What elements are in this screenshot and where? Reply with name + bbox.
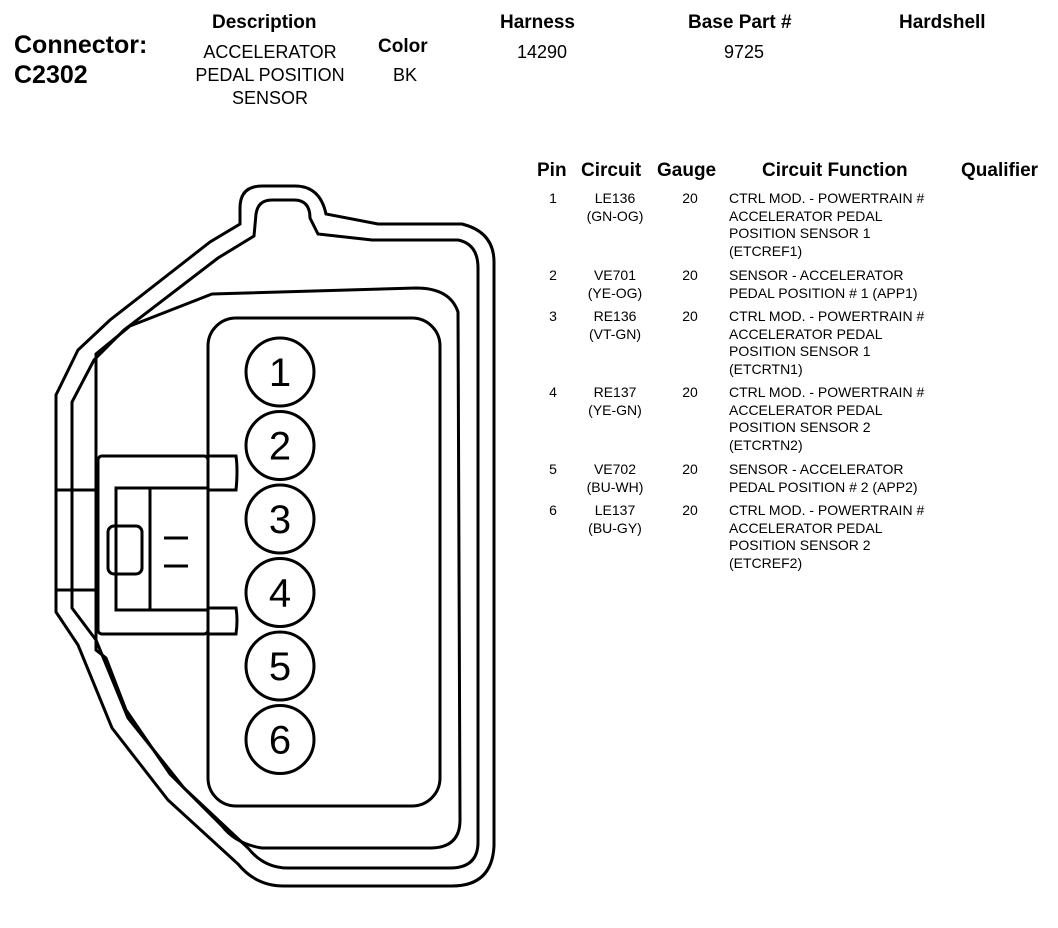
circuit-cell: RE137(YE-GN) [573, 384, 657, 419]
pin-number: 3 [549, 308, 557, 324]
wire-color: (YE-OG) [587, 284, 643, 301]
pin-cavity-3 [244, 483, 316, 555]
function-line: CTRL MOD. - POWERTRAIN # [729, 190, 925, 206]
latch-frame-lower [208, 606, 239, 636]
function-line: POSITION SENSOR 1 [729, 343, 871, 359]
housing-inner-outline [70, 198, 480, 870]
wire-color: (BU-WH) [586, 478, 644, 495]
hardshell-header: Hardshell [899, 12, 986, 33]
circuit-cell: VE702(BU-WH) [573, 461, 657, 496]
function-line: ACCELERATOR PEDAL [729, 401, 883, 418]
function-line: CTRL MOD. - POWERTRAIN # [729, 308, 925, 324]
connector-label: Connector: [14, 31, 148, 59]
function-cell: CTRL MOD. - POWERTRAIN #ACCELERATOR PEDA… [729, 190, 959, 260]
function-line: POSITION SENSOR 1 [729, 225, 871, 241]
circuit-id: VE702 [593, 461, 637, 477]
pin-number: 4 [549, 384, 557, 400]
pin-cavity-label: 3 [269, 498, 291, 542]
function-cell: CTRL MOD. - POWERTRAIN #ACCELERATOR PEDA… [729, 308, 959, 378]
circuit-id: LE137 [594, 502, 636, 518]
description-line: SENSOR [231, 88, 309, 108]
column-header-function: Circuit Function [762, 160, 908, 181]
pin-cavity-6 [244, 704, 316, 775]
function-line: CTRL MOD. - POWERTRAIN # [729, 502, 925, 518]
cavity-wall [206, 316, 442, 808]
description-line: PEDAL POSITION [195, 65, 345, 85]
description-line: ACCELERATOR [203, 42, 337, 62]
circuit-id: LE136 [594, 190, 636, 206]
circuit-cell: VE701(YE-OG) [573, 267, 657, 302]
connector-id: C2302 [14, 61, 88, 89]
circuit-id: RE136 [593, 308, 637, 324]
column-header-pin: Pin [537, 160, 567, 181]
function-line: (ETCRTN2) [729, 436, 803, 453]
circuit-cell: LE137(BU-GY) [573, 502, 657, 537]
gauge-cell: 20 [682, 267, 698, 283]
description-value: ACCELERATOR PEDAL POSITION SENSOR [172, 41, 368, 110]
pin-cavity-5 [244, 630, 316, 702]
harness-header: Harness [500, 12, 575, 33]
circuit-id: VE701 [593, 267, 637, 283]
base-part-value: 9725 [723, 42, 765, 62]
pin-cavity-label: 2 [269, 425, 291, 469]
pin-cavity-label: 1 [269, 351, 291, 395]
function-line: POSITION SENSOR 2 [729, 537, 871, 553]
latch-inner [114, 486, 210, 612]
pin-number: 5 [549, 461, 557, 477]
connector-face-diagram: 1 2 3 4 5 6 [54, 184, 496, 888]
pin-cavity-4 [244, 557, 316, 628]
function-line: (ETCREF1) [729, 242, 803, 259]
color-header: Color [378, 36, 428, 57]
function-line: ACCELERATOR PEDAL [729, 325, 883, 342]
latch-tab [106, 524, 144, 576]
pin-number: 1 [549, 190, 557, 206]
latch-frame [208, 454, 239, 492]
circuit-cell: LE136(GN-OG) [573, 190, 657, 225]
gauge-cell: 20 [682, 308, 698, 324]
function-line: (ETCRTN1) [729, 360, 803, 377]
pin-cavity-label: 6 [269, 719, 291, 763]
function-line: CTRL MOD. - POWERTRAIN # [729, 384, 925, 400]
wire-color: (BU-GY) [588, 519, 642, 536]
pin-number: 2 [549, 267, 557, 283]
column-header-gauge: Gauge [657, 160, 717, 181]
gauge-cell: 20 [682, 190, 698, 206]
function-cell: CTRL MOD. - POWERTRAIN #ACCELERATOR PEDA… [729, 384, 959, 454]
color-value: BK [392, 65, 417, 85]
harness-value: 14290 [516, 42, 568, 62]
pin-number: 6 [549, 502, 557, 518]
function-line: POSITION SENSOR 2 [729, 419, 871, 435]
pin-cavity-2 [244, 410, 316, 481]
housing-seal-outline [94, 286, 462, 850]
function-line: ACCELERATOR PEDAL [729, 207, 883, 224]
function-line: ACCELERATOR PEDAL [729, 519, 883, 536]
circuit-id: RE137 [593, 384, 637, 400]
gauge-cell: 20 [682, 461, 698, 477]
pin-cavity-1 [244, 336, 316, 408]
function-line: SENSOR - ACCELERATOR [729, 461, 904, 477]
wire-color: (VT-GN) [588, 325, 642, 342]
wire-color: (GN-OG) [586, 207, 644, 224]
base-part-header: Base Part # [688, 12, 792, 33]
pin-cavity-label: 4 [269, 572, 291, 616]
pin-cavity-label: 5 [269, 645, 291, 689]
column-header-qualifier: Qualifier [961, 160, 1039, 181]
wire-color: (YE-GN) [588, 401, 642, 418]
function-line: SENSOR - ACCELERATOR [729, 267, 904, 283]
column-header-circuit: Circuit [581, 160, 642, 181]
housing-outline [54, 184, 496, 888]
gauge-cell: 20 [682, 384, 698, 400]
description-header: Description [212, 12, 317, 33]
function-line: PEDAL POSITION # 2 (APP2) [729, 478, 918, 495]
function-line: PEDAL POSITION # 1 (APP1) [729, 284, 918, 301]
circuit-cell: RE136(VT-GN) [573, 308, 657, 343]
function-cell: CTRL MOD. - POWERTRAIN #ACCELERATOR PEDA… [729, 502, 959, 572]
gauge-cell: 20 [682, 502, 698, 518]
function-line: (ETCREF2) [729, 554, 803, 571]
